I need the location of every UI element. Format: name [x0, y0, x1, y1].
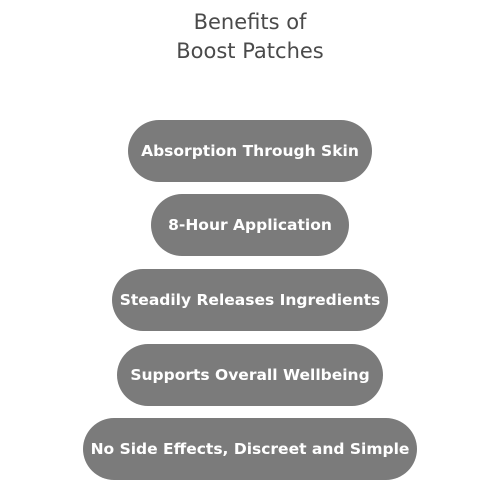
benefit-pill-label: Steadily Releases Ingredients — [119, 291, 381, 309]
benefit-pill-label: Absorption Through Skin — [141, 142, 359, 160]
page-title: Benefits of Boost Patches — [0, 8, 500, 66]
page-title-line-1: Benefits of — [193, 10, 307, 34]
page-title-line-2: Boost Patches — [176, 39, 324, 63]
benefit-pill-wellbeing: Supports Overall Wellbeing — [117, 344, 383, 406]
benefit-pill-label: Supports Overall Wellbeing — [130, 366, 370, 384]
benefit-pill-label: 8-Hour Application — [168, 216, 332, 234]
benefit-pill-release: Steadily Releases Ingredients — [112, 269, 388, 331]
benefit-pill-application: 8-Hour Application — [151, 194, 349, 256]
benefit-pill-label: No Side Effects, Discreet and Simple — [90, 440, 410, 458]
benefit-pill-absorption: Absorption Through Skin — [128, 120, 372, 182]
benefit-pill-side-effects: No Side Effects, Discreet and Simple — [83, 418, 417, 480]
